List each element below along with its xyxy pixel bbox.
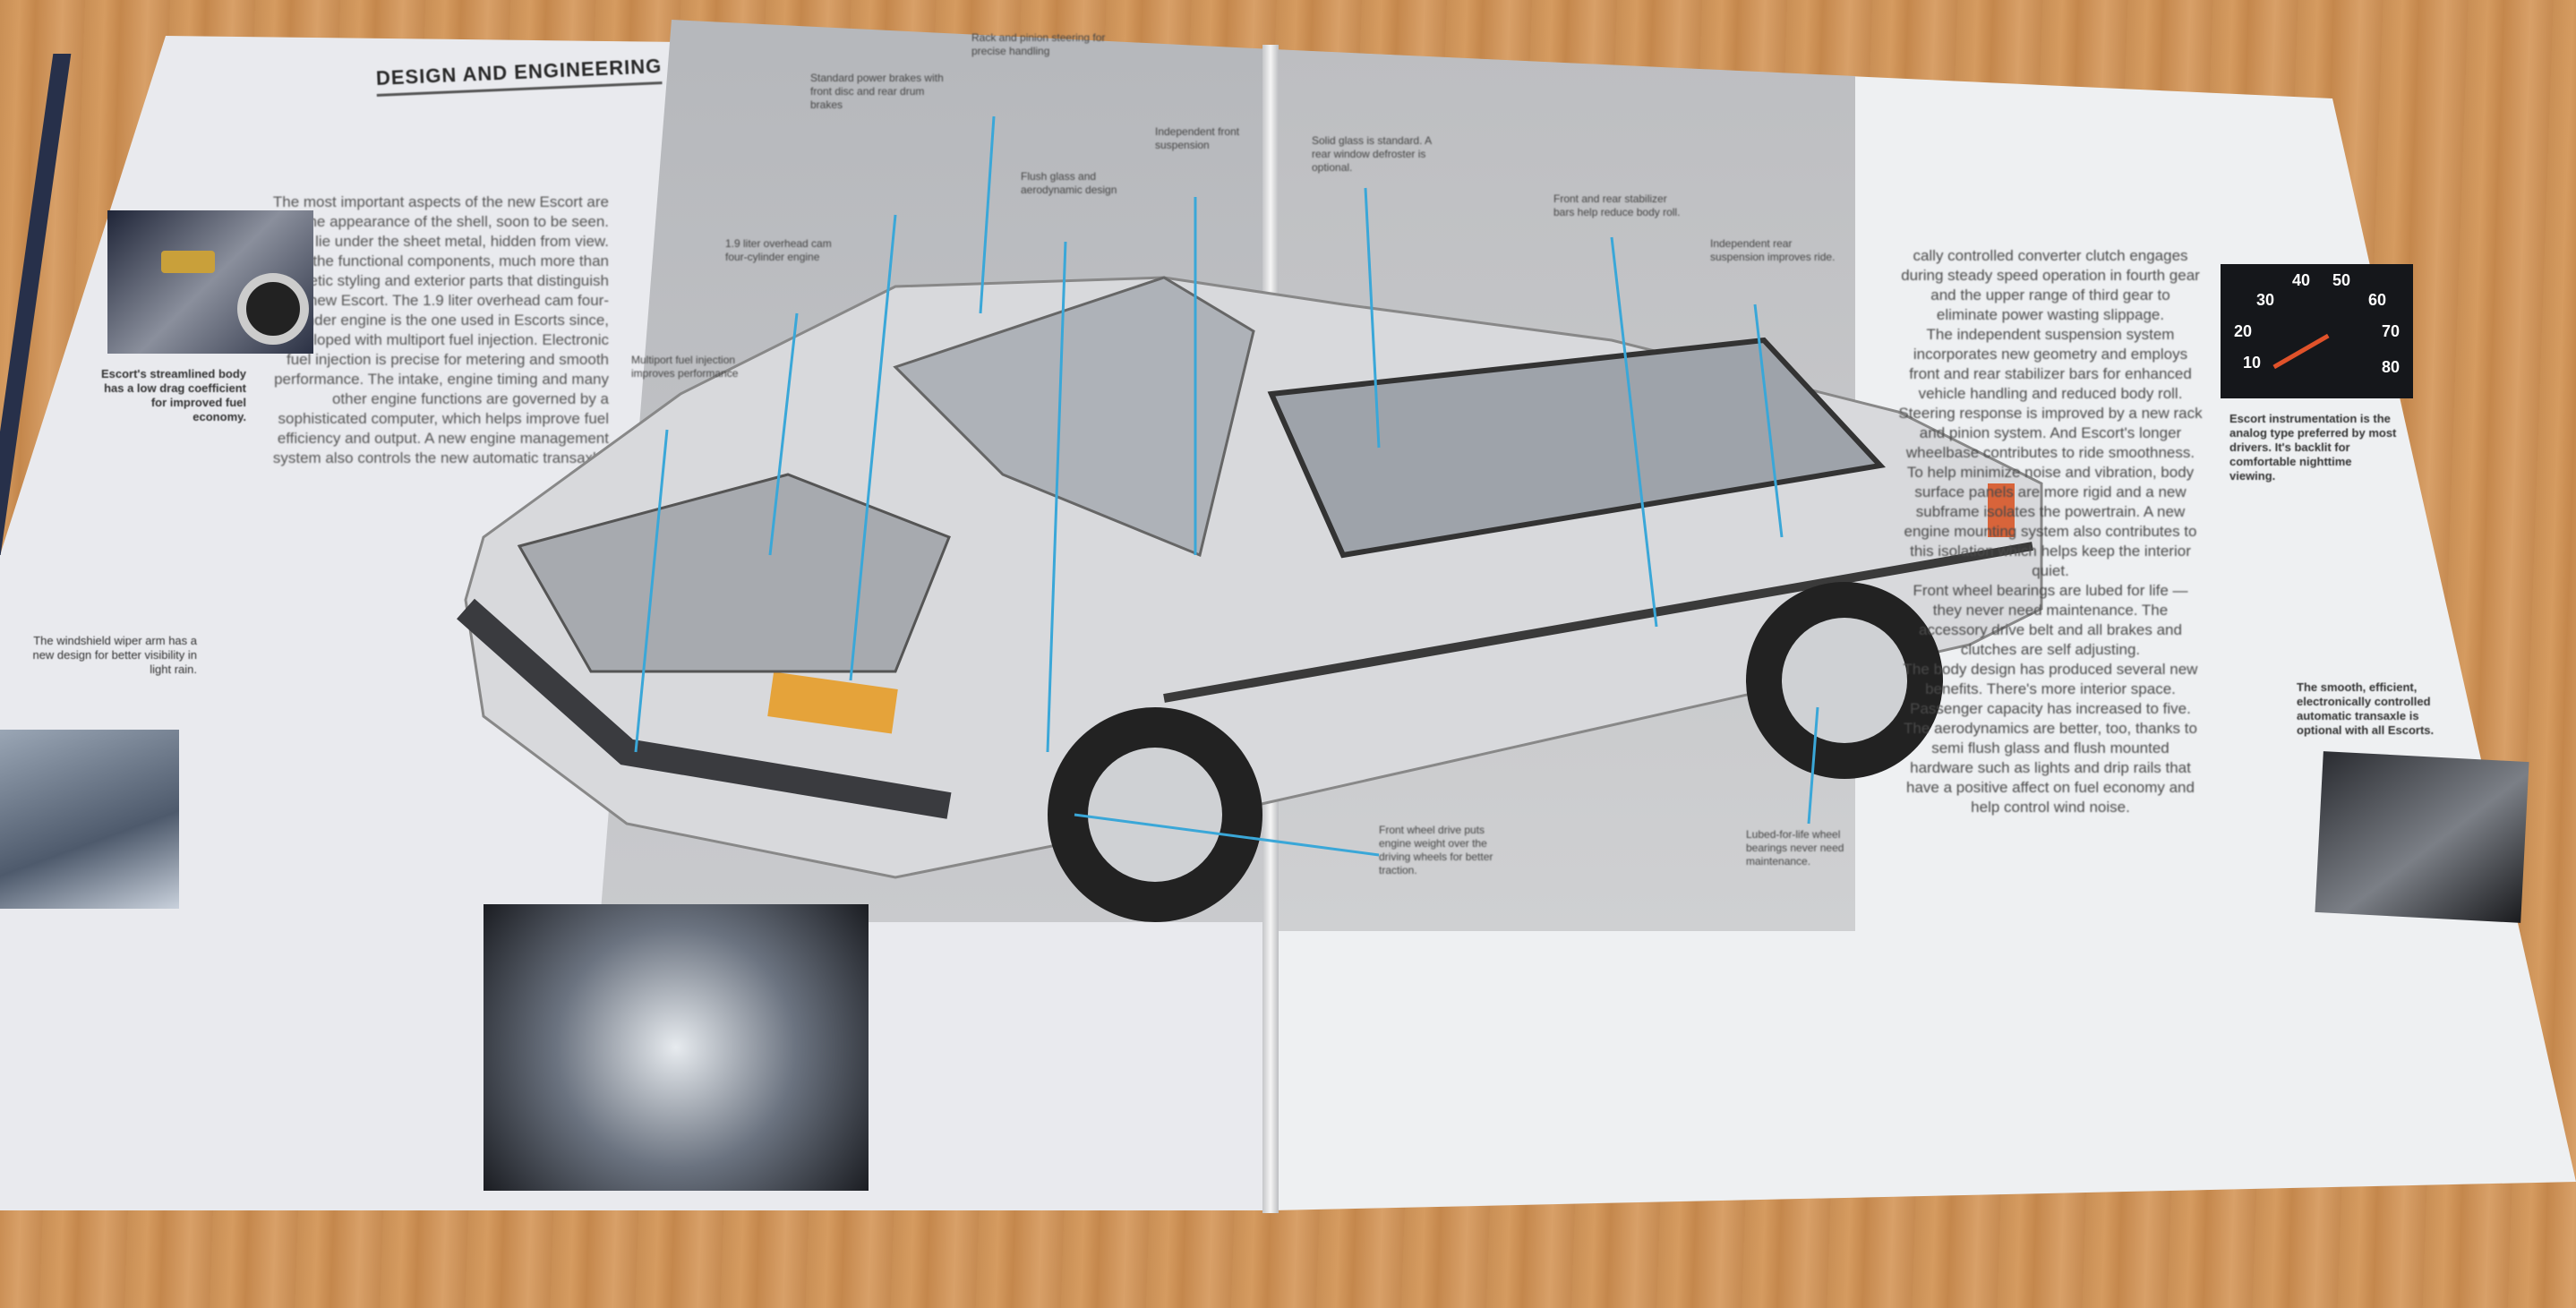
paragraph: The independent suspension system incorp… [1898, 326, 2203, 461]
speed-number: 40 [2292, 271, 2311, 289]
side-windows [1267, 337, 1886, 559]
callout-label: Front wheel drive puts engine weight ove… [1379, 824, 1493, 876]
speed-number: 50 [2332, 271, 2351, 289]
callout-label: Independent front suspension [1155, 125, 1240, 151]
paragraph: Front wheel bearings are lubed for life … [1913, 582, 2188, 658]
callout-label: Rack and pinion steering for precise han… [971, 31, 1106, 57]
body-stripe [1163, 542, 2033, 703]
caption-speedometer: Escort instrumentation is the analog typ… [2229, 412, 2397, 483]
car-rear-photo [107, 210, 313, 354]
paragraph: To help minimize noise and vibration, bo… [1904, 464, 2197, 579]
callout-line [1364, 187, 1381, 449]
callout-label: Lubed-for-life wheel bearings never need… [1746, 828, 1844, 868]
callout-label: Flush glass and aerodynamic design [1021, 170, 1117, 196]
callout-line [979, 115, 996, 314]
wheel-icon [237, 273, 309, 345]
callout-label: Front and rear stabilizer bars help redu… [1553, 192, 1681, 218]
front-bumper [457, 598, 952, 819]
paragraph: The body design has produced several new… [1903, 661, 2198, 816]
headlight [767, 671, 898, 734]
callout-label: Multiport fuel injection improves perfor… [631, 354, 739, 380]
caption-top-photo: Escort's streamlined body has a low drag… [100, 367, 246, 423]
engine-photo [484, 904, 869, 1191]
left-body-text: The most important aspects of the new Es… [270, 193, 609, 466]
speed-number: 30 [2256, 291, 2275, 309]
speed-number: 60 [2368, 291, 2387, 309]
front-wheel-hub [1088, 748, 1222, 882]
callout-label: Standard power brakes with front disc an… [810, 72, 944, 111]
tail-light [1988, 483, 2015, 537]
speed-number: 80 [2382, 358, 2401, 376]
callout-line [768, 312, 799, 556]
callout-label: Independent rear suspension improves rid… [1710, 237, 1836, 263]
callout-line [1610, 236, 1658, 628]
right-body-text: cally controlled converter clutch engage… [1898, 246, 2203, 817]
callout-label: 1.9 liter overhead cam four-cylinder eng… [725, 237, 832, 263]
callout-label: Solid glass is standard. A rear window d… [1312, 134, 1432, 174]
wiper-photo [0, 730, 179, 909]
tail-light [161, 251, 215, 273]
engine-cutaway [517, 473, 951, 673]
caption-left-photo: The windshield wiper arm has a new desig… [32, 634, 197, 676]
speed-number: 70 [2382, 322, 2401, 340]
callout-line [634, 429, 669, 753]
callout-line [1074, 813, 1380, 857]
speedometer-photo: 10 20 30 40 50 60 70 80 [2221, 264, 2413, 398]
callout-line [1807, 706, 1819, 825]
callout-line [1753, 303, 1784, 538]
callout-line [1046, 241, 1067, 753]
rear-wheel-hub [1782, 618, 1907, 743]
car-cutaway-illustration [457, 276, 2043, 922]
speed-number: 10 [2243, 354, 2262, 372]
paragraph: cally controlled converter clutch engage… [1901, 247, 2200, 323]
speed-number: 20 [2234, 322, 2253, 340]
windshield [893, 276, 1255, 558]
caption-shifter: The smooth, efficient, electronically co… [2297, 680, 2435, 737]
callout-line [849, 214, 897, 681]
